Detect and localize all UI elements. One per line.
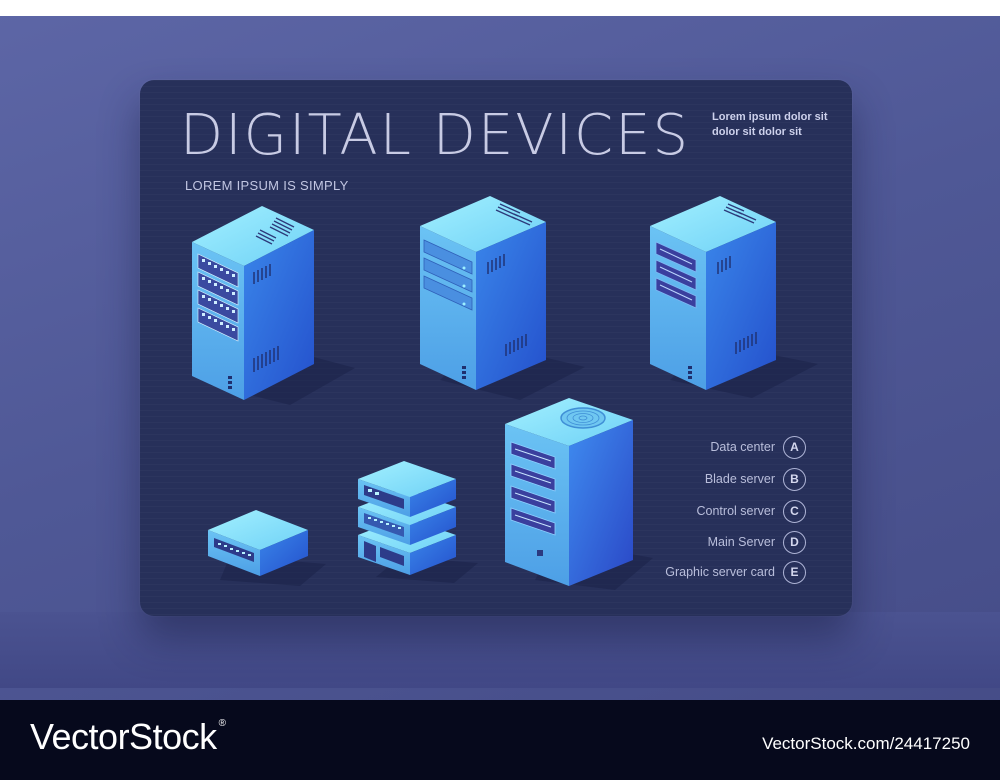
footer-bar: VectorStock® VectorStock.com/24417250 <box>0 700 1000 780</box>
registered-mark-icon: ® <box>218 717 226 729</box>
legend-label: Data center <box>710 440 775 454</box>
legend-badge-a: A <box>783 435 806 459</box>
infographic-card: DIGITAL DEVICES LOREM IPSUM IS SIMPLY Lo… <box>140 80 852 616</box>
legend-item-c: Control server C <box>580 499 806 523</box>
server-rack-drawers <box>650 196 818 398</box>
page-title: DIGITAL DEVICES <box>180 103 691 168</box>
backdrop-band <box>0 612 1000 688</box>
top-strip <box>0 0 1000 16</box>
footer-image-id: VectorStock.com/24417250 <box>762 734 970 753</box>
server-rack-blades <box>420 196 585 400</box>
legend-item-b: Blade server B <box>580 467 806 491</box>
legend-label: Blade server <box>704 472 775 486</box>
side-note: Lorem ipsum dolor sit dolor sit dolor si… <box>712 111 828 138</box>
footer-brand: VectorStock <box>30 716 217 757</box>
network-switch-box <box>208 510 326 586</box>
main-server-fan <box>505 398 653 590</box>
legend-item-d: Main Server D <box>580 530 806 554</box>
card-subtitle: LOREM IPSUM IS SIMPLY <box>185 178 349 193</box>
vectorstock-logo[interactable]: VectorStock® <box>30 716 226 758</box>
legend-badge-e: E <box>783 560 806 584</box>
legend-badge-b: B <box>783 467 806 491</box>
legend-label: Control server <box>696 504 776 518</box>
legend-badge-d: D <box>783 530 806 554</box>
legend-item-e: Graphic server card E <box>580 560 806 584</box>
stacked-server-units <box>358 461 478 583</box>
legend-badge-c: C <box>783 499 806 523</box>
legend-item-a: Data center A <box>580 435 806 459</box>
legend-label: Main Server <box>707 535 775 549</box>
legend-label: Graphic server card <box>665 565 775 579</box>
server-cabinet-grid <box>192 206 355 405</box>
